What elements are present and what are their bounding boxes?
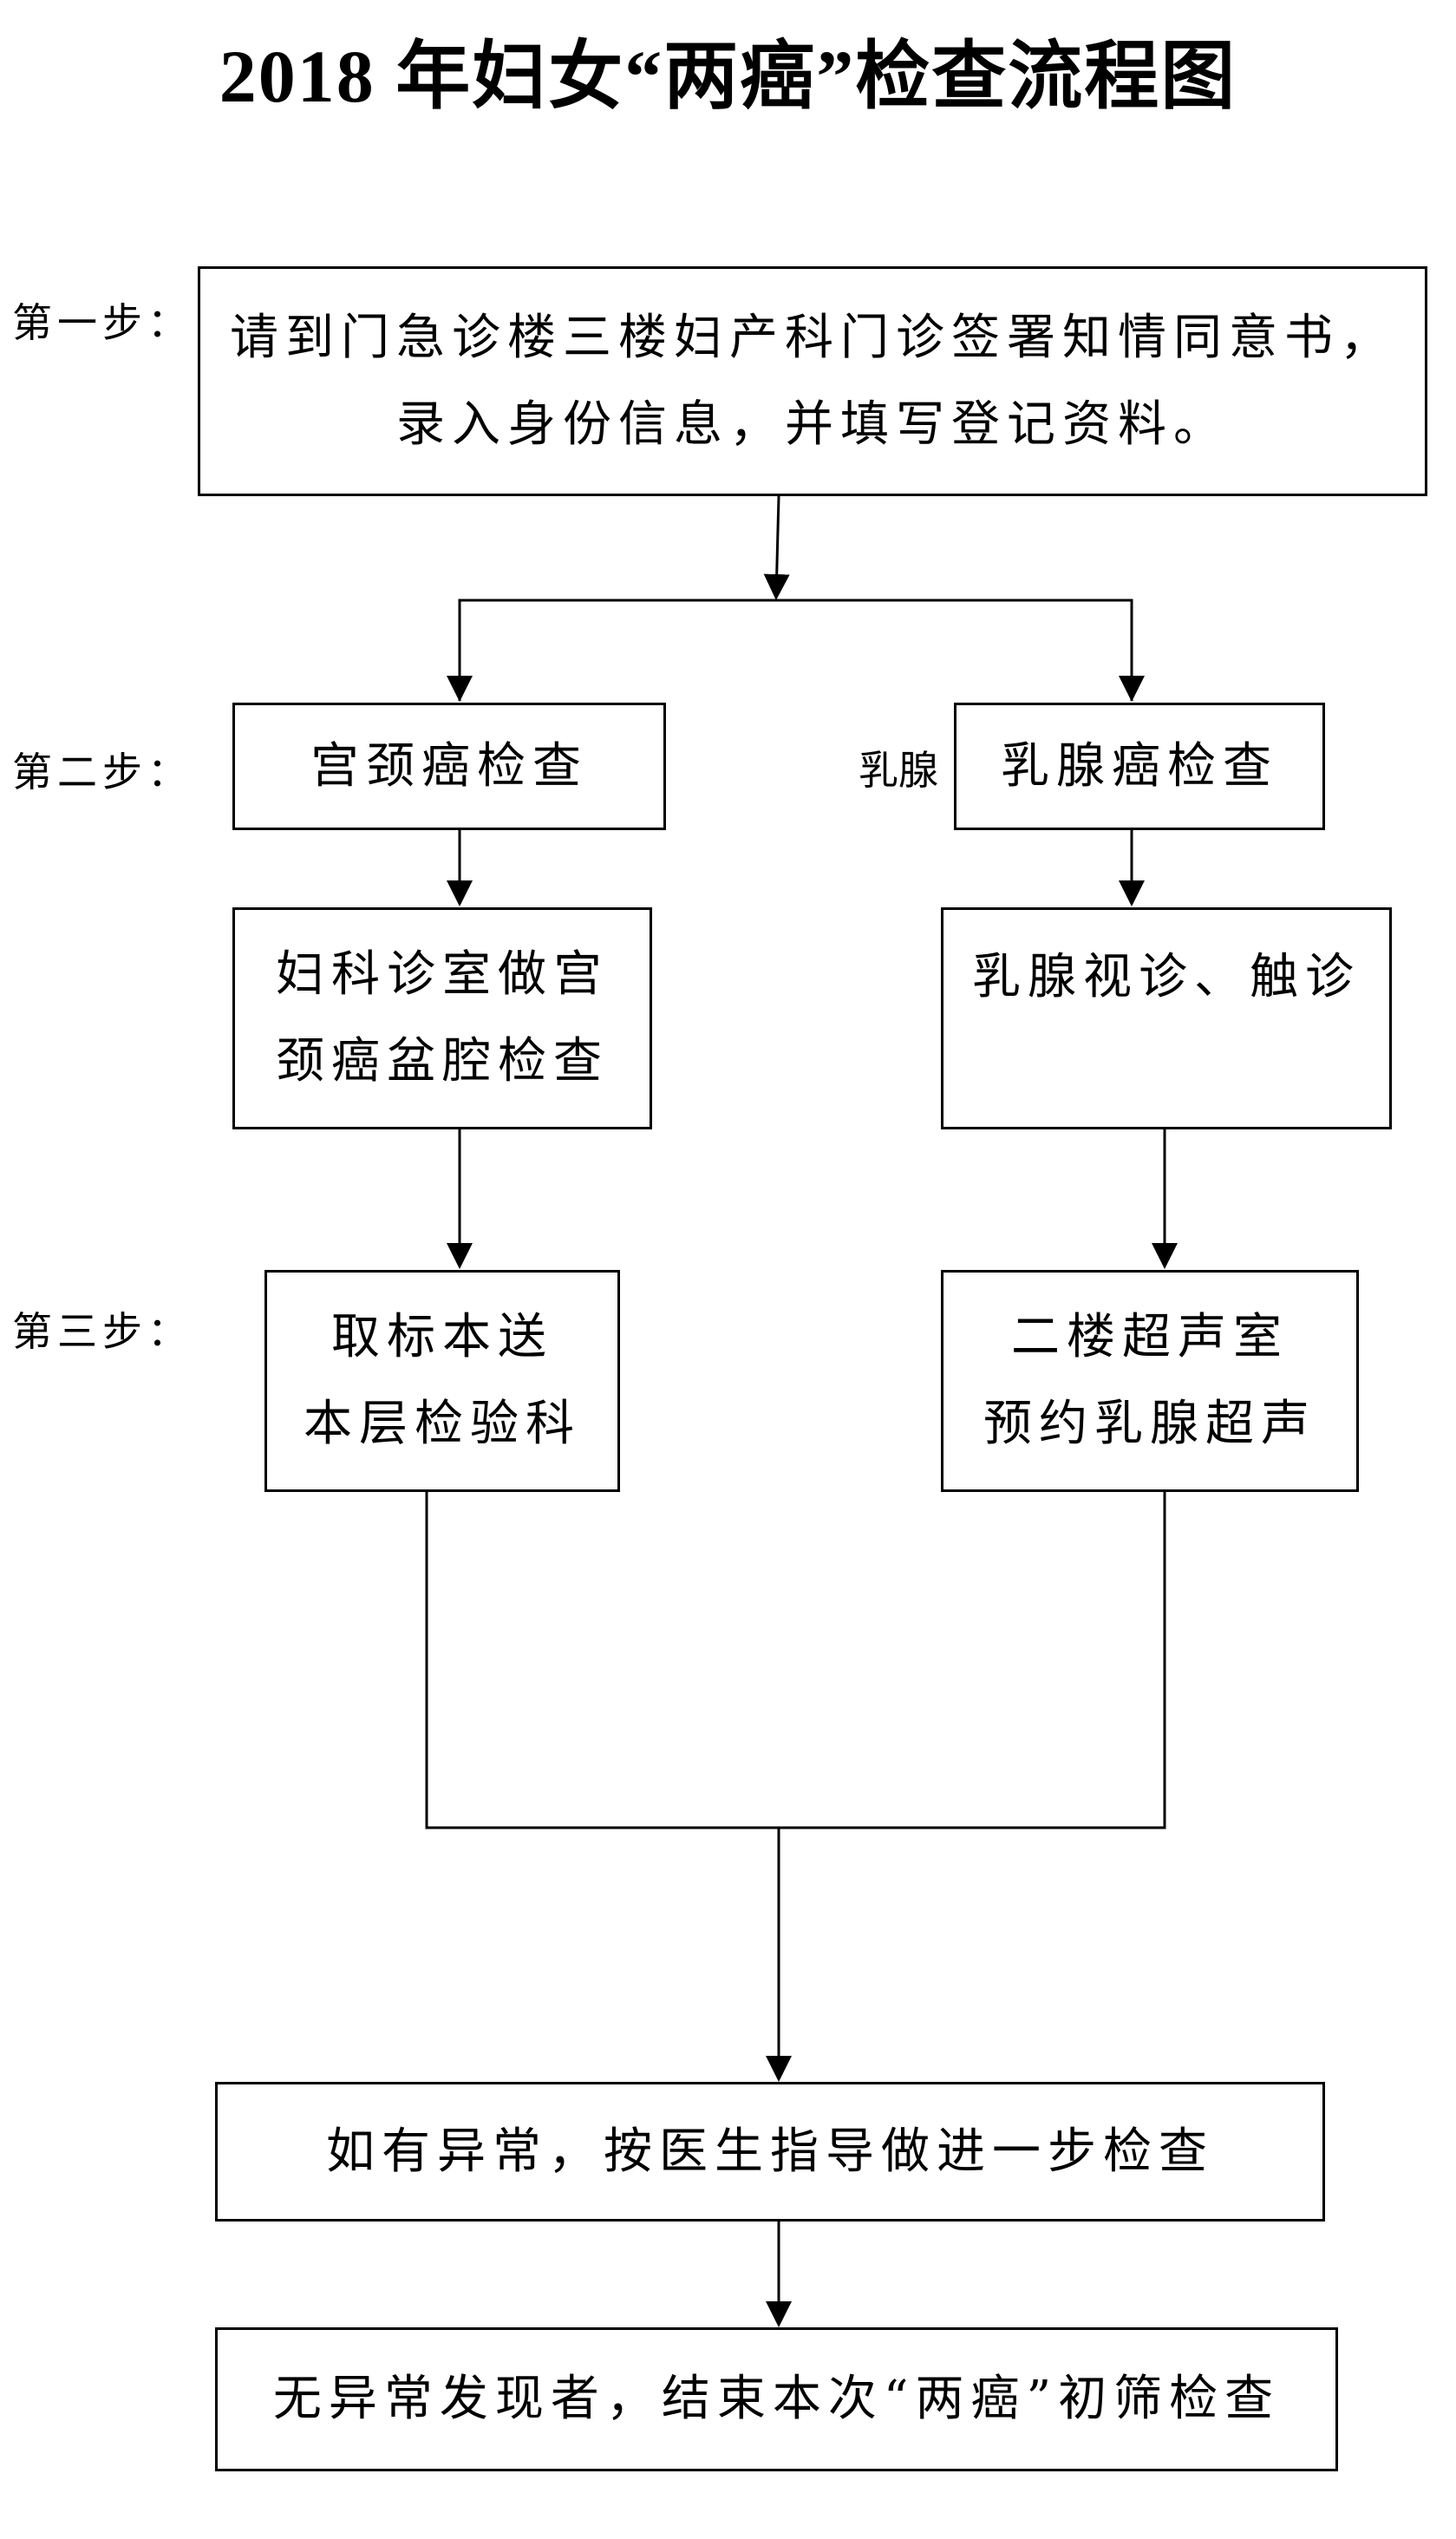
abnormal-label: 如有异常，按医生指导做进一步检查: [326, 2123, 1214, 2180]
cervical-check-label: 宫颈癌检查: [310, 737, 588, 795]
cervical-check-box: 宫颈癌检查: [232, 703, 666, 830]
step1-box-line2: 录入身份信息，并填写登记资料。: [396, 396, 1229, 453]
sample-send-box: 取标本送 本层检验科: [264, 1270, 620, 1492]
step-label-1: 第一步：: [12, 299, 193, 346]
gyn-exam-line1: 妇科诊室做宫: [276, 946, 609, 1003]
split-line: [458, 599, 1133, 701]
breast-palpation-label: 乳腺视诊、触诊: [972, 949, 1361, 1005]
breast-check-label: 乳腺癌检查: [1001, 737, 1278, 795]
sample-send-line2: 本层检验科: [304, 1396, 581, 1452]
page-title: 2018 年妇女“两癌”检查流程图: [219, 35, 1237, 118]
breast-side-label: 乳腺: [859, 747, 938, 794]
gyn-exam-line2: 颈癌盆腔检查: [276, 1033, 609, 1090]
ultrasound-line2: 预约乳腺超声: [983, 1396, 1316, 1452]
breast-check-box: 乳腺癌检查: [954, 703, 1325, 830]
no-abnormal-box: 无异常发现者，结束本次“两癌”初筛检查: [215, 2327, 1338, 2471]
gyn-exam-box: 妇科诊室做宫 颈癌盆腔检查: [232, 907, 652, 1129]
ultrasound-box: 二楼超声室 预约乳腺超声: [941, 1270, 1359, 1492]
abnormal-box: 如有异常，按医生指导做进一步检查: [215, 2082, 1325, 2222]
step1-box: 请到门急诊楼三楼妇产科门诊签署知情同意书， 录入身份信息，并填写登记资料。: [198, 266, 1427, 496]
breast-palpation-box: 乳腺视诊、触诊: [941, 907, 1392, 1129]
ultrasound-line1: 二楼超声室: [1011, 1309, 1289, 1365]
no-abnormal-label: 无异常发现者，结束本次“两癌”初筛检查: [272, 2371, 1281, 2427]
arrow-step1-to-split: [763, 495, 790, 600]
step-label-2: 第二步：: [12, 749, 193, 795]
step1-box-line1: 请到门急诊楼三楼妇产科门诊签署知情同意书，: [230, 309, 1395, 366]
merge-line: [425, 1492, 1166, 1829]
step-label-3: 第三步：: [12, 1308, 193, 1355]
sample-send-line1: 取标本送: [331, 1309, 553, 1365]
